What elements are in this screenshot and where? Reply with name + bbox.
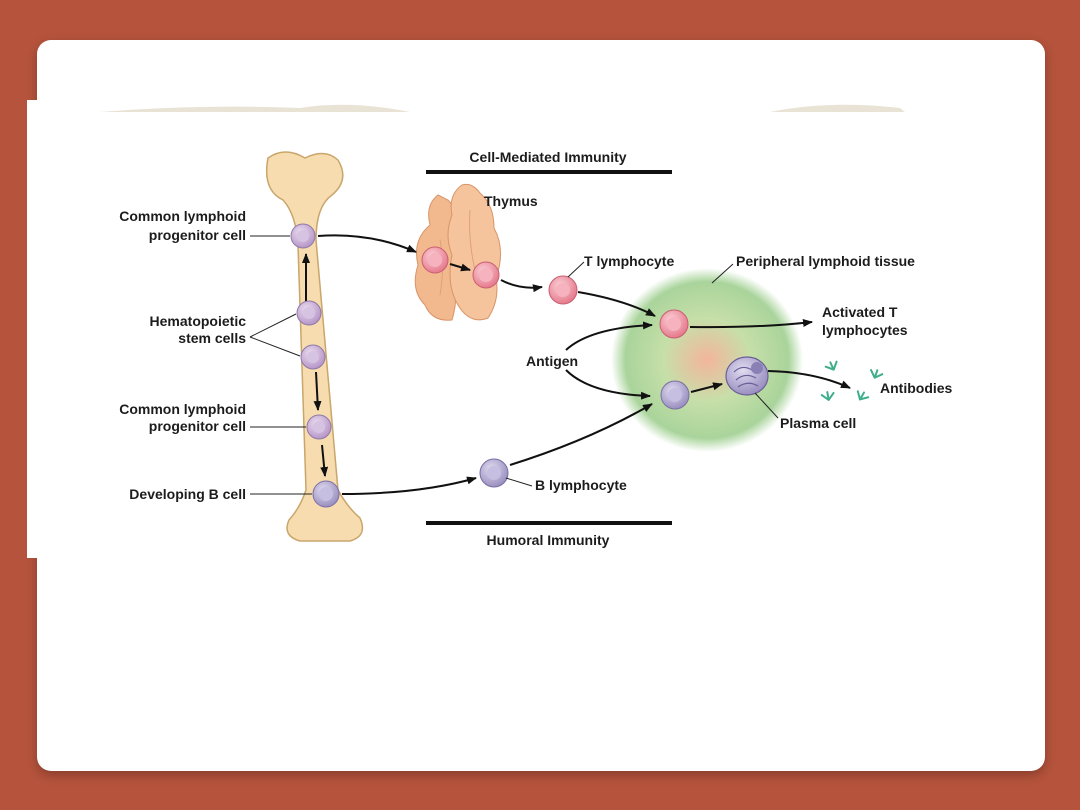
cell-nucleus — [313, 421, 325, 433]
arrow-b-to-plasma — [690, 382, 723, 393]
arrow-thymus-internal — [449, 263, 471, 272]
header-humoral: Humoral Immunity — [487, 532, 610, 548]
arrow-progenitor-to-thymus — [317, 234, 417, 253]
cell-nucleus — [479, 268, 493, 282]
cell-nucleus — [319, 487, 333, 501]
cell-nucleus — [303, 307, 315, 319]
plasma-cell — [725, 356, 769, 396]
arrow-antigen-to-b — [565, 369, 651, 400]
leader-line — [754, 392, 779, 419]
cell-nucleus — [487, 466, 501, 480]
arrow-down — [320, 444, 329, 477]
cell-nucleus — [307, 351, 319, 363]
antibody-icon — [870, 369, 884, 379]
arrow-thymus-to-t-lymphocyte — [500, 279, 543, 293]
cell-nucleus — [668, 388, 682, 402]
label-t-lymphocyte: T lymphocyte — [584, 253, 674, 269]
label-common-progenitor-top-2: progenitor cell — [149, 227, 246, 243]
label-antibodies: Antibodies — [880, 380, 953, 396]
arrow-b-to-tissue — [509, 403, 653, 466]
label-common-progenitor-bottom-2: progenitor cell — [149, 418, 246, 434]
arrow-antigen-to-t — [565, 321, 653, 351]
arrow-down — [313, 371, 322, 411]
label-plasma-cell: Plasma cell — [780, 415, 856, 431]
cell-nucleus — [297, 230, 309, 242]
antibody-icon — [820, 391, 835, 401]
arrow-t-to-tissue — [577, 291, 656, 317]
label-developing-b-cell: Developing B cell — [129, 486, 246, 502]
leader-line — [711, 263, 734, 284]
header-cell-mediated: Cell-Mediated Immunity — [469, 149, 626, 165]
scan-artifact — [770, 104, 905, 112]
label-peripheral-tissue: Peripheral lymphoid tissue — [736, 253, 915, 269]
antibody-icons — [820, 360, 884, 401]
label-activated-t-1: Activated T — [822, 304, 898, 320]
label-common-progenitor-top-1: Common lymphoid — [119, 208, 246, 224]
leader-line — [249, 336, 301, 357]
label-antigen: Antigen — [526, 353, 578, 369]
label-hematopoietic-2: stem cells — [178, 330, 246, 346]
arrow-to-antibodies — [767, 370, 851, 389]
label-common-progenitor-bottom-1: Common lymphoid — [119, 401, 246, 417]
arrow-bone-to-b-lymphocyte — [341, 476, 477, 495]
antibody-icon — [856, 390, 870, 401]
antibody-icon — [824, 360, 838, 371]
label-hematopoietic-1: Hematopoietic — [150, 313, 247, 329]
label-b-lymphocyte: B lymphocyte — [535, 477, 627, 493]
peripheral-lymphoid-tissue — [611, 268, 803, 452]
scan-artifact — [100, 104, 410, 112]
cell-nucleus — [556, 283, 570, 297]
leader-line — [505, 477, 533, 487]
leader-line — [567, 261, 585, 278]
cell-nucleus — [667, 317, 681, 331]
label-activated-t-2: lymphocytes — [822, 322, 908, 338]
arrow-to-activated-t — [689, 319, 813, 329]
leader-line — [249, 313, 297, 338]
label-thymus: Thymus — [484, 193, 538, 209]
cell-nucleus — [428, 253, 442, 267]
